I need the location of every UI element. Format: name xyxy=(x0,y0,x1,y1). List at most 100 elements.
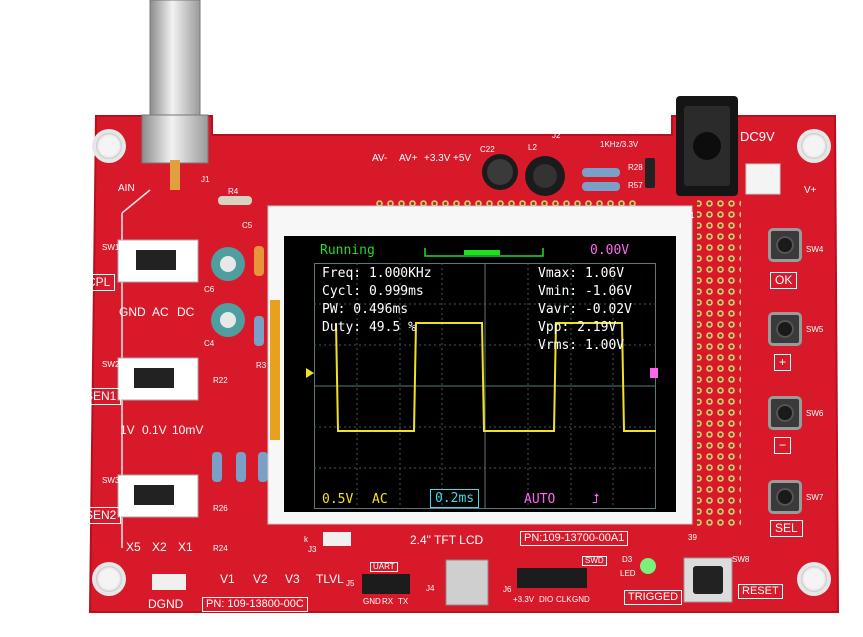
lcd-screen: Running 0.00V Freq: 1.000KHz Cycl: 0.999… xyxy=(284,236,676,512)
swd-pin-clk: CLK xyxy=(556,595,572,604)
plus-button[interactable] xyxy=(768,312,802,346)
sen2-opt-x1: X1 xyxy=(178,540,193,554)
sen2-switch[interactable] xyxy=(118,475,198,517)
cpl-opt-ac: AC xyxy=(152,305,169,319)
lcd-trigger-slope: ⮥ xyxy=(592,492,600,507)
minus-button[interactable] xyxy=(768,396,802,430)
led-label: LED xyxy=(620,569,636,578)
lcd-vmax: Vmax: 1.06V xyxy=(538,266,625,281)
sen2-opt-x5: X5 xyxy=(126,540,141,554)
lcd-time-div: 0.2ms xyxy=(430,489,480,508)
cpl-label: CPL xyxy=(82,274,116,292)
lcd-duty: Duty: 49.5 % xyxy=(322,320,416,335)
dc-jack[interactable] xyxy=(676,96,738,196)
lcd-pw: PW: 0.496ms xyxy=(322,302,409,317)
mounting-hole xyxy=(96,566,122,592)
sen1-opt-01v: 0.1V xyxy=(142,423,167,437)
sen1-switch[interactable] xyxy=(118,358,198,400)
uart-pin-tx: TX xyxy=(398,597,409,606)
pin1-label: 1 xyxy=(690,211,695,220)
ok-label: OK xyxy=(770,272,798,290)
sel-button[interactable] xyxy=(768,480,802,514)
r28-label: R28 xyxy=(628,163,643,172)
tp-v2: V2 xyxy=(253,572,268,586)
j2-label: J2 xyxy=(552,131,561,140)
tp-v1: V1 xyxy=(220,572,235,586)
power-pin-5v: +5V xyxy=(453,153,472,164)
mounting-hole xyxy=(801,133,827,159)
bnc-input-connector[interactable] xyxy=(142,0,208,163)
dc-label: DC9V xyxy=(740,129,775,144)
r24-label: R24 xyxy=(213,544,228,553)
ok-button[interactable] xyxy=(768,228,802,262)
cpl-switch[interactable] xyxy=(118,240,198,282)
sw5-label: SW5 xyxy=(806,325,824,334)
dgnd-label: DGND xyxy=(148,597,184,611)
square-wave-label: 1KHz/3.3V xyxy=(600,140,639,149)
triggered-label: TRIGGED xyxy=(624,590,683,605)
pin39-label: 39 xyxy=(688,533,697,542)
lcd-status: Running xyxy=(320,243,375,258)
c22-label: C22 xyxy=(480,145,495,154)
sen1-opt-10mv: 10mV xyxy=(172,423,204,437)
uart-label: UART xyxy=(370,562,398,572)
sw4-label: SW4 xyxy=(806,245,824,254)
swd-pin-dio: DIO xyxy=(539,595,554,604)
j6-label: J6 xyxy=(503,585,512,594)
minus-label: − xyxy=(774,437,792,455)
tp-tlvl: TLVL xyxy=(316,572,344,586)
l2-label: L2 xyxy=(528,143,537,152)
c5-label: C5 xyxy=(242,221,253,230)
r3-label: R3 xyxy=(256,361,267,370)
ain-label: AIN xyxy=(118,183,135,194)
mini-usb-port[interactable] xyxy=(446,560,488,605)
cpl-opt-gnd: GND xyxy=(119,305,146,319)
lcd-trigger-level: 0.00V xyxy=(590,243,630,258)
trigger-marker-right xyxy=(650,368,658,378)
plus-label: + xyxy=(774,354,792,372)
reset-button[interactable] xyxy=(684,558,732,602)
sen2-opt-x2: X2 xyxy=(152,540,167,554)
lcd-vrms: Vrms: 1.00V xyxy=(538,338,625,353)
c4-label: C4 xyxy=(204,339,215,348)
j1-label: J1 xyxy=(201,175,210,184)
c6-label: C6 xyxy=(204,285,215,294)
swd-pin-3v3: +3.3V xyxy=(513,595,535,604)
v-plus-label: V+ xyxy=(804,185,817,196)
tp-v3: V3 xyxy=(285,572,300,586)
lcd-pn: PN:109-13700-00A1 xyxy=(520,531,629,546)
lcd-freq: Freq: 1.000KHz xyxy=(322,266,432,281)
swd-pin-gnd: GND xyxy=(572,595,590,604)
sw2-label: SW2 xyxy=(102,360,120,369)
sw1-label: SW1 xyxy=(102,243,120,252)
sw3-label: SW3 xyxy=(102,476,120,485)
board-pn: PN: 109-13800-00C xyxy=(202,597,308,612)
reset-label: RESET xyxy=(738,584,783,599)
uart-pin-gnd: GND xyxy=(363,597,381,606)
lcd-vavr: Vavr: -0.02V xyxy=(538,302,632,317)
cpl-opt-dc: DC xyxy=(177,305,195,319)
uart-pin-rx: RX xyxy=(382,597,394,606)
k-label: k xyxy=(304,535,308,544)
j5-label: J5 xyxy=(346,579,355,588)
r57-label: R57 xyxy=(628,181,643,190)
j3-label: J3 xyxy=(308,545,317,554)
sw6-label: SW6 xyxy=(806,409,824,418)
trigger-marker-left xyxy=(306,368,314,378)
lcd-label: 2.4" TFT LCD xyxy=(410,533,484,547)
sel-label: SEL xyxy=(770,520,803,538)
power-pin-av-minus: AV- xyxy=(372,153,388,164)
sen1-opt-1v: 1V xyxy=(120,423,135,437)
r22-label: R22 xyxy=(213,376,228,385)
sw7-label: SW7 xyxy=(806,493,824,502)
swd-label: SWD xyxy=(582,556,607,566)
lcd-vmin: Vmin: -1.06V xyxy=(538,284,632,299)
r4-label: R4 xyxy=(228,187,239,196)
power-pin-av-plus: AV+ xyxy=(399,153,418,164)
sen2-label: SEN2 xyxy=(80,507,122,525)
j4-label: J4 xyxy=(426,584,435,593)
waveform-trace xyxy=(335,322,656,432)
lcd-vpp: Vpp: 2.19V xyxy=(538,320,617,335)
mounting-hole xyxy=(96,133,122,159)
mounting-hole xyxy=(801,566,827,592)
